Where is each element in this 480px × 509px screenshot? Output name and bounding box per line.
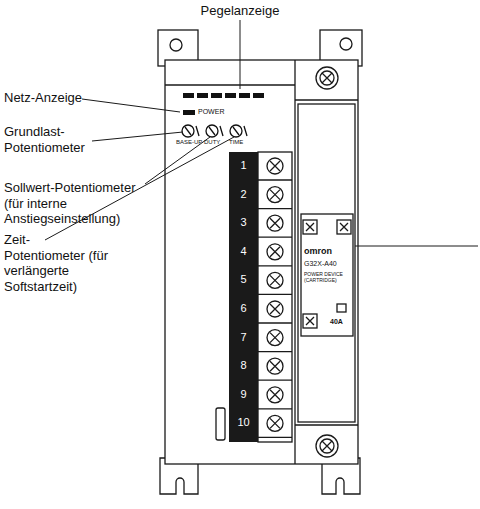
screw-slot [322,73,332,83]
panel-line [295,424,358,425]
panel-marking: POWER [198,108,224,116]
clip [216,408,225,440]
callout-label: Zeit-Potentiometer (für verlängerte Soft… [4,232,110,294]
screw [316,67,338,89]
terminal-number-strip [229,152,258,442]
terminal-number: 3 [229,216,258,229]
power-led [183,110,195,115]
terminal-screws [258,158,292,437]
screw-slot [306,317,314,325]
terminal-screw-strip [258,152,292,442]
section-divider [294,60,295,464]
cartridge-frame [298,104,355,422]
terminal-number: 7 [229,331,258,344]
callout-label: Sollwert-Potentiometer (für interne Anst… [4,180,154,227]
cartridge-label [301,214,353,336]
mounting-hole [340,38,352,50]
mounting-hole [170,39,182,51]
terminal-number: 2 [229,188,258,201]
housing [165,60,358,464]
potentiometers [182,125,247,137]
screw-slot [306,223,314,231]
callout-label: Netz-Anzeige [4,90,114,106]
terminal-number: 9 [229,388,258,401]
panel-marking: POWER DEVICE (CARTRIDGE) [304,271,351,283]
screw [337,220,351,234]
panel-line [295,99,358,100]
screw [303,314,317,328]
terminal-number: 4 [229,245,258,258]
screw [320,71,334,85]
panel-marking: BASE-UP [176,139,202,146]
brand-mark: omron [304,246,332,257]
terminal-number: 6 [229,302,258,315]
panel-marking: TIME [229,139,243,146]
callout-label: Pegelanzeige [190,3,290,19]
rating-mark: 40A [330,318,343,326]
panel-line [165,84,295,85]
screw [303,220,317,234]
terminal-number: 10 [229,416,258,429]
terminal-number: 5 [229,273,258,286]
screw-slot [322,441,332,451]
marking-box [337,304,346,312]
terminal-number: 1 [229,159,258,172]
panel-marking: DUTY [204,139,220,146]
terminal-number: 8 [229,359,258,372]
model-number: G32X-A40 [304,260,352,268]
screw-slot [340,223,348,231]
screw [320,439,334,453]
callout-label: Grundlast-Potentiometer [4,124,114,155]
screw [316,435,338,457]
